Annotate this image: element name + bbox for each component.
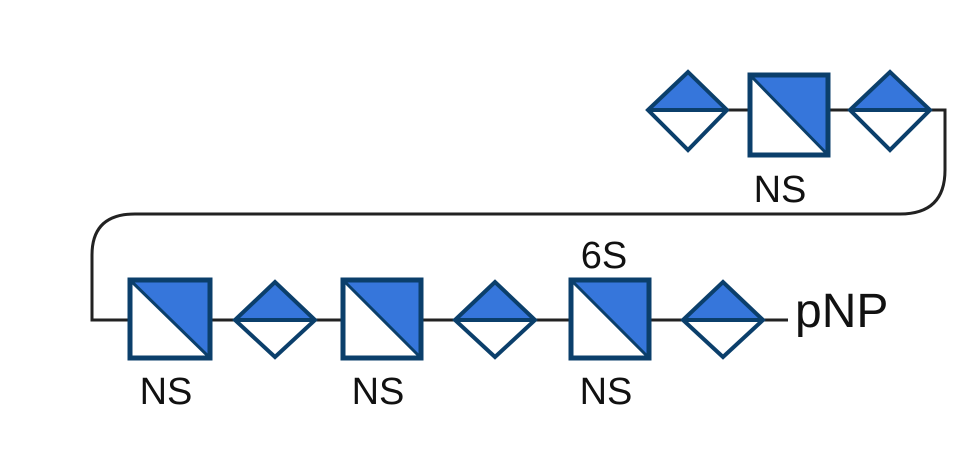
upper-diamond-left <box>645 69 730 153</box>
lower-ns-label-3: NS <box>580 371 633 413</box>
lower-square-ns-1 <box>127 277 213 361</box>
lower-diamond-1 <box>232 279 318 360</box>
upper-diamond-right <box>847 69 933 153</box>
sulfation-6s-label: 6S <box>581 235 627 277</box>
glycosidic-linker-path <box>90 108 947 322</box>
upper-square-ns <box>747 72 831 158</box>
lower-ns-label-1: NS <box>140 371 193 413</box>
reducing-end-label: pNP <box>795 285 888 338</box>
lower-square-ns-2 <box>340 277 424 361</box>
lower-square-ns-6s <box>568 277 652 361</box>
lower-diamond-2 <box>452 279 538 360</box>
lower-ns-label-2: NS <box>352 371 405 413</box>
upper-ns-label: NS <box>754 169 807 211</box>
lower-diamond-3 <box>680 279 766 360</box>
